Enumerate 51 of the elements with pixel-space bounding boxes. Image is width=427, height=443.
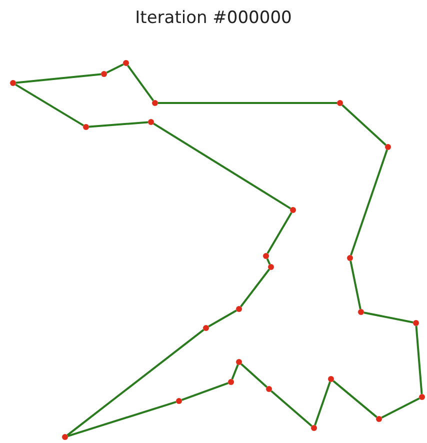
tour-segment: [181, 382, 229, 401]
tour-segment: [364, 312, 414, 324]
tour-segment: [208, 310, 237, 328]
city-point: [358, 309, 364, 315]
city-point: [148, 119, 154, 125]
tour-segment: [266, 258, 271, 265]
city-point: [236, 359, 242, 365]
tour-segment: [415, 326, 423, 394]
tour-segment: [350, 260, 362, 310]
tour-segment: [66, 329, 204, 436]
city-point: [268, 264, 274, 270]
city-point: [266, 386, 272, 392]
tour-segment: [126, 64, 154, 102]
city-point: [236, 306, 242, 312]
tour-segment: [106, 63, 124, 74]
tour-segment: [266, 212, 292, 254]
tour-segment: [270, 390, 312, 427]
tour-segment: [88, 121, 148, 128]
city-point: [228, 379, 234, 385]
tour-segment: [16, 73, 102, 84]
city-point: [385, 144, 391, 150]
city-point: [419, 394, 425, 400]
tour-segment: [68, 400, 176, 438]
tour-segment: [153, 122, 291, 210]
city-point: [10, 80, 16, 86]
tour-segment: [240, 268, 270, 308]
city-point: [413, 320, 419, 326]
tour-segment: [15, 84, 84, 126]
city-point: [123, 60, 129, 66]
tour-segment: [342, 104, 386, 146]
city-point: [263, 253, 269, 259]
tour-segment: [332, 380, 378, 418]
tour-segment: [231, 364, 239, 380]
city-point: [337, 100, 343, 106]
tour-segment: [158, 102, 337, 104]
city-point: [203, 325, 209, 331]
city-point: [152, 100, 158, 106]
city-point: [176, 398, 182, 404]
city-point: [311, 425, 317, 431]
chart-title: Iteration #000000: [135, 8, 292, 28]
tour-segment: [314, 382, 331, 426]
city-point: [62, 434, 68, 440]
city-point: [347, 255, 353, 261]
city-point: [101, 71, 107, 77]
tour-segment: [240, 363, 268, 388]
city-point: [83, 124, 89, 130]
city-point: [376, 416, 382, 422]
city-point: [290, 207, 296, 213]
tour-segment: [350, 150, 388, 256]
city-point: [328, 376, 334, 382]
tour-segment: [381, 397, 420, 419]
